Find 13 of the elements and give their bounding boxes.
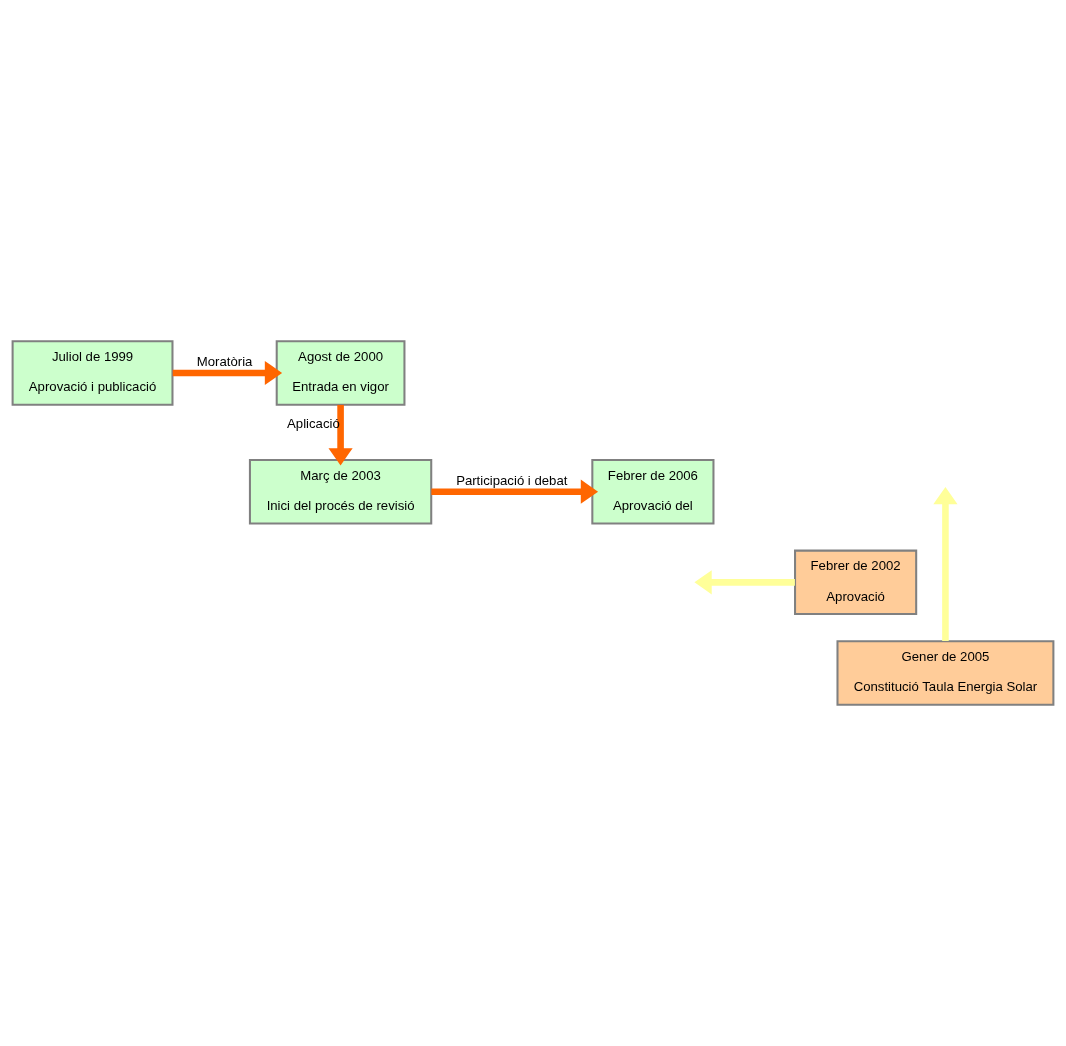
node-box: Juliol de 1999 Aprovació i publicació [11,340,174,406]
edge-label: Participació i debat [456,472,568,488]
node-box: Gener de 2005 Constitució Taula Energia Solar [836,640,1055,706]
arrow [431,479,599,504]
arrow [328,404,353,466]
node-box: Agost de 2000 Entrada en vigor [275,340,406,406]
arrow [694,570,795,595]
node-box: Febrer de 2006 Aprovació del [591,458,715,525]
node-box: Febrer de 2002 Aprovació [794,549,918,616]
node-box: Març de 2003 Inici del procés de revisió [248,458,433,525]
edge-label: Moratòria [196,354,253,370]
arrow [933,486,958,641]
arrow [172,360,283,386]
